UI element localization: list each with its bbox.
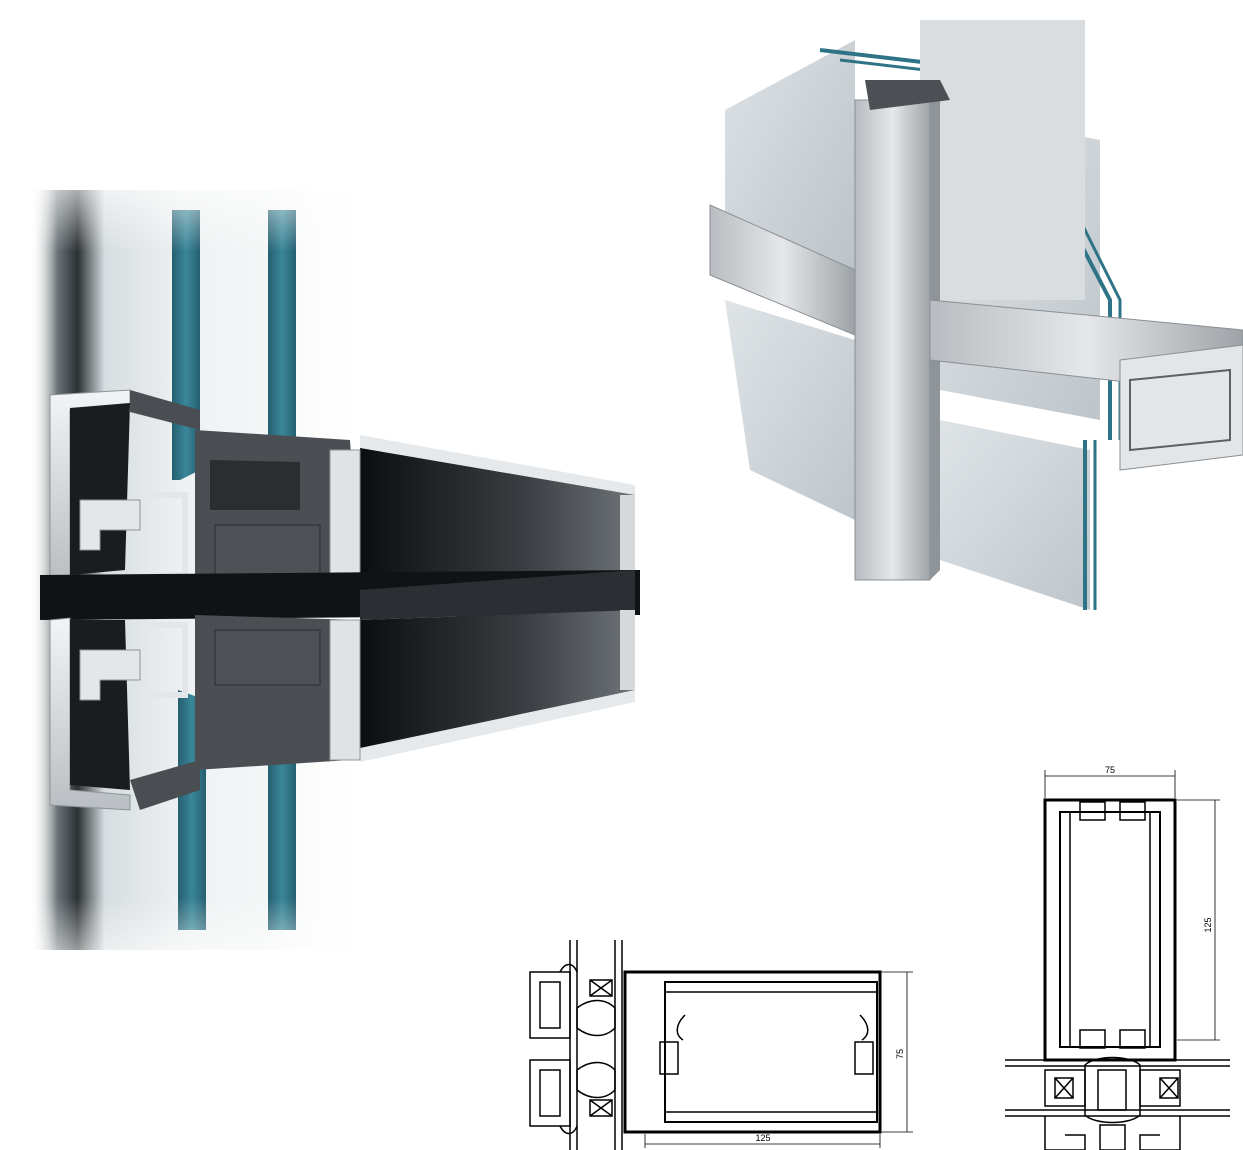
transom-back-wall: [920, 20, 1085, 300]
vertical-drawing-lines: [1005, 798, 1230, 1150]
profile-cross-section-render: [0, 150, 700, 1000]
vertical-dimensions: [1044, 770, 1220, 1041]
dim-width-label: 125: [755, 1133, 770, 1143]
glass-pane-bottom-left: [725, 300, 855, 520]
vertical-drawing-svg: 75 125: [1005, 765, 1230, 1150]
fade-overlay: [0, 150, 700, 1000]
horizontal-drawing-lines: [529, 940, 882, 1150]
vertical-section-drawing: 75 125: [990, 760, 1243, 1150]
cross-section-svg: [0, 150, 700, 1000]
horizontal-dimensions: [644, 971, 913, 1148]
dim-width-label: 75: [1105, 765, 1115, 775]
horizontal-transom-left: [709, 204, 856, 336]
glass-pane-bottom-right: [940, 420, 1090, 610]
vertical-mullion: [854, 99, 931, 581]
curtain-wall-isometric-render: [690, 0, 1243, 640]
dim-height-label: 125: [1203, 917, 1213, 932]
mullion-top-cut: [865, 80, 950, 110]
transom-end-chamber: [1129, 368, 1231, 452]
transom-end-section: [1119, 344, 1243, 471]
horizontal-section-drawing: 75 125: [515, 920, 925, 1150]
horizontal-drawing-svg: 75 125: [529, 940, 913, 1150]
isometric-svg: [709, 20, 1243, 610]
dim-height-label: 75: [895, 1049, 905, 1059]
